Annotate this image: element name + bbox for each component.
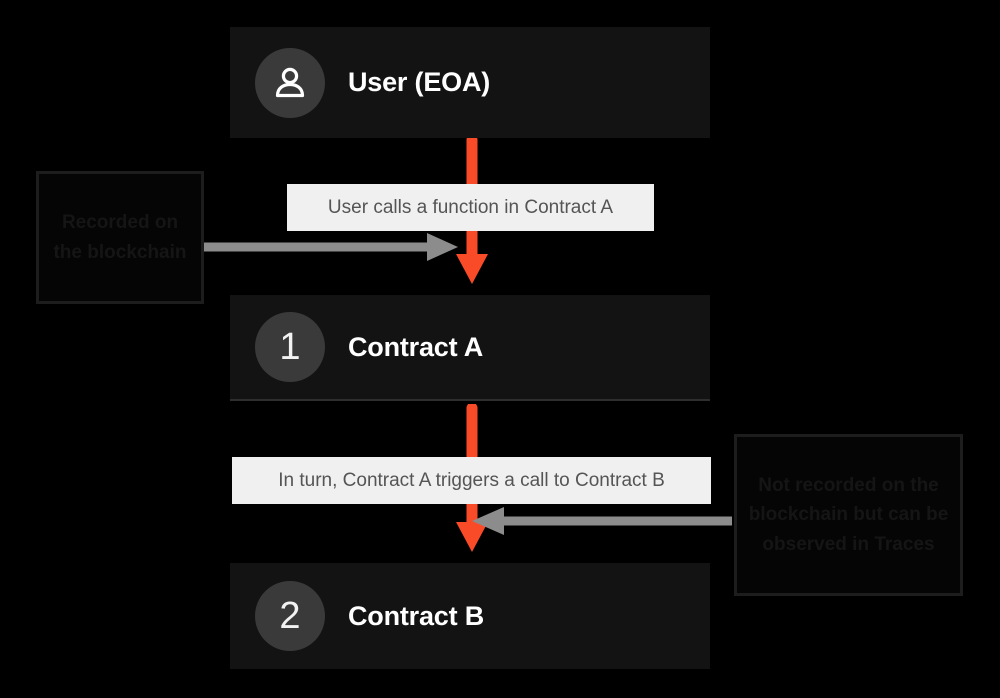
node-contract-a[interactable]: 1 Contract A bbox=[230, 295, 710, 401]
annotation-right-text: Not recorded on the blockchain but can b… bbox=[748, 474, 949, 555]
annotation-not-recorded-on-blockchain: Not recorded on the blockchain but can b… bbox=[734, 434, 963, 596]
node-title-contract-a: Contract A bbox=[348, 331, 484, 362]
annotation-left-text: Recorded on the blockchain bbox=[53, 212, 187, 263]
node-user-eoa[interactable]: User (EOA) bbox=[230, 27, 710, 138]
node-title-contract-b: Contract B bbox=[348, 600, 485, 631]
user-avatar-badge bbox=[255, 47, 325, 118]
node-title-user: User (EOA) bbox=[348, 67, 491, 97]
step-number-2: 2 bbox=[279, 595, 301, 637]
edge-label-user-to-contract-a: User calls a function in Contract A bbox=[287, 184, 654, 231]
step-number-badge-1: 1 bbox=[255, 312, 325, 382]
annotation-arrow-right bbox=[472, 506, 732, 536]
annotation-arrow-left bbox=[203, 232, 458, 262]
edge-label-contract-a-to-contract-b: In turn, Contract A triggers a call to C… bbox=[232, 457, 711, 504]
step-number-1: 1 bbox=[279, 326, 301, 368]
annotation-recorded-on-blockchain: Recorded on the blockchain bbox=[36, 171, 204, 304]
person-icon bbox=[275, 67, 305, 97]
step-number-badge-2: 2 bbox=[255, 581, 325, 651]
node-contract-b[interactable]: 2 Contract B bbox=[230, 563, 710, 669]
